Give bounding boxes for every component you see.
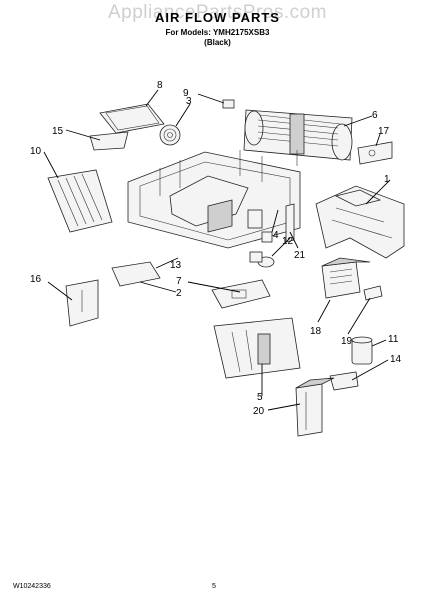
page-number: 5 <box>212 583 216 590</box>
callout-17: 17 <box>378 126 390 137</box>
callout-12: 12 <box>282 236 294 247</box>
callout-2: 2 <box>176 288 182 299</box>
callout-14: 14 <box>390 354 402 365</box>
callout-7: 7 <box>176 276 182 287</box>
part-5-air-guide <box>213 317 301 379</box>
leader-lines <box>43 89 391 411</box>
part-10-side-duct <box>47 169 113 233</box>
part-14-bracket <box>329 371 359 391</box>
part-3-fan-grille <box>159 124 181 146</box>
callout-9: 9 <box>183 88 189 99</box>
callout-11: 11 <box>388 334 399 345</box>
callout-16: 16 <box>30 274 42 285</box>
callout-15: 15 <box>52 126 64 137</box>
callout-1: 1 <box>384 174 390 185</box>
main-cavity-frame <box>127 150 301 249</box>
callout-3: 3 <box>186 96 192 107</box>
part-20-vent-duct <box>295 377 335 437</box>
callout-13: 13 <box>170 260 182 271</box>
part-8-grille-tray <box>99 103 165 134</box>
part-17-bracket <box>357 141 393 165</box>
callout-labels: 1 2 3 4 5 6 7 8 9 10 11 12 13 14 15 16 1… <box>30 80 402 417</box>
part-6-blower-assembly <box>243 109 353 166</box>
document-number: W10242336 <box>13 583 51 590</box>
callout-10: 10 <box>30 146 42 157</box>
part-1-duct-cover <box>315 185 405 259</box>
callout-20: 20 <box>253 406 265 417</box>
callout-18: 18 <box>310 326 322 337</box>
part-15-bracket <box>89 131 129 151</box>
part-16-side-panel <box>65 279 99 327</box>
part-9-clip <box>222 99 235 109</box>
callout-6: 6 <box>372 110 378 121</box>
part-12-thermal-cutout <box>249 251 275 268</box>
part-11-capacitor <box>351 336 373 365</box>
callout-5: 5 <box>257 392 263 403</box>
page-title: AIR FLOW PARTS <box>155 10 280 25</box>
part-13-bottom-plate <box>111 261 161 287</box>
callout-8: 8 <box>157 80 163 91</box>
watermark: AppliancePartsPros.com <box>107 2 328 23</box>
callout-4: 4 <box>273 230 279 241</box>
part-7-lamp-cover <box>211 279 271 309</box>
part-4-lamp-socket <box>261 231 273 243</box>
variant-label: (Black) <box>204 38 231 47</box>
part-18-transformer <box>321 257 371 299</box>
part-19-connector <box>363 285 383 301</box>
models-line: For Models: YMH2175XSB3 <box>165 28 270 37</box>
callout-19: 19 <box>341 336 353 347</box>
callout-21: 21 <box>294 250 306 261</box>
